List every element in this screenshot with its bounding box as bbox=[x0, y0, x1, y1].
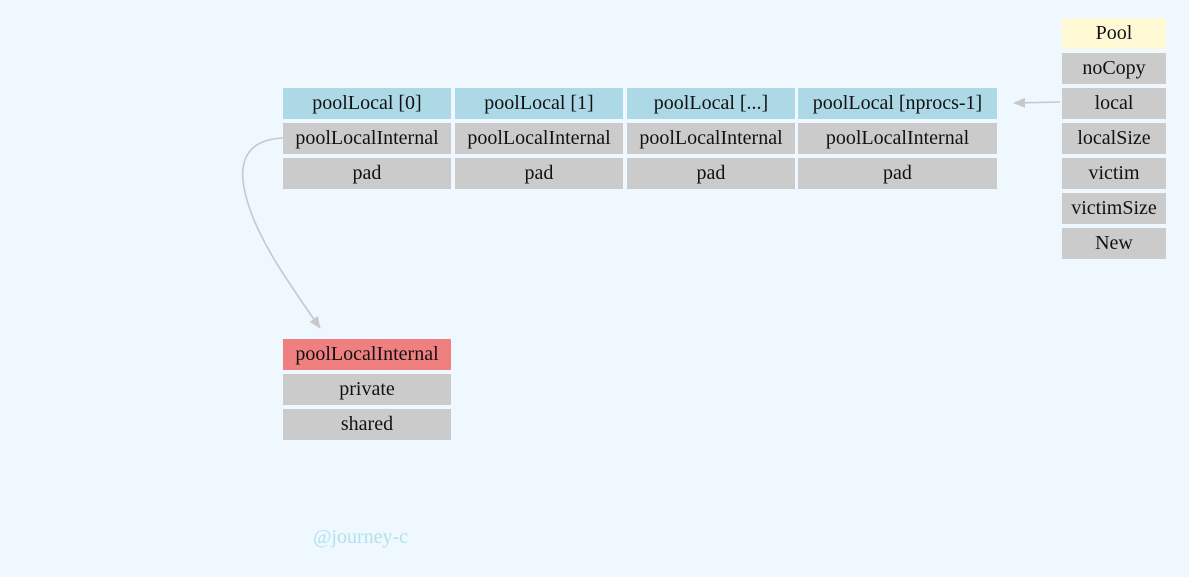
pool-field-local: local bbox=[1062, 88, 1166, 119]
pool-field-new: New bbox=[1062, 228, 1166, 259]
edge-local-to-poollocal-array bbox=[1013, 97, 1061, 108]
edge-internal-to-struct bbox=[241, 137, 321, 329]
pool-local-internal-field-private: private bbox=[283, 374, 451, 405]
pool-field-localsize: localSize bbox=[1062, 123, 1166, 154]
pool-local-internal-2: poolLocalInternal bbox=[627, 123, 795, 154]
pool-field-victimsize: victimSize bbox=[1062, 193, 1166, 224]
pool-local-pad-1: pad bbox=[455, 158, 623, 189]
pool-local-internal-1: poolLocalInternal bbox=[455, 123, 623, 154]
pool-local-internal-title: poolLocalInternal bbox=[283, 339, 451, 370]
pool-local-pad-3: pad bbox=[798, 158, 997, 189]
pool-local-header-0: poolLocal [0] bbox=[283, 88, 451, 119]
pool-local-pad-0: pad bbox=[283, 158, 451, 189]
pool-struct-title: Pool bbox=[1062, 18, 1166, 49]
pool-local-internal-field-shared: shared bbox=[283, 409, 451, 440]
pool-local-pad-2: pad bbox=[627, 158, 795, 189]
pool-local-header-1: poolLocal [1] bbox=[455, 88, 623, 119]
watermark: @journey-c bbox=[313, 526, 409, 548]
pool-local-header-2: poolLocal [...] bbox=[627, 88, 795, 119]
pool-local-internal-0: poolLocalInternal bbox=[283, 123, 451, 154]
pool-field-victim: victim bbox=[1062, 158, 1166, 189]
pool-local-header-3: poolLocal [nprocs-1] bbox=[798, 88, 997, 119]
pool-local-internal-3: poolLocalInternal bbox=[798, 123, 997, 154]
pool-field-nocopy: noCopy bbox=[1062, 53, 1166, 84]
